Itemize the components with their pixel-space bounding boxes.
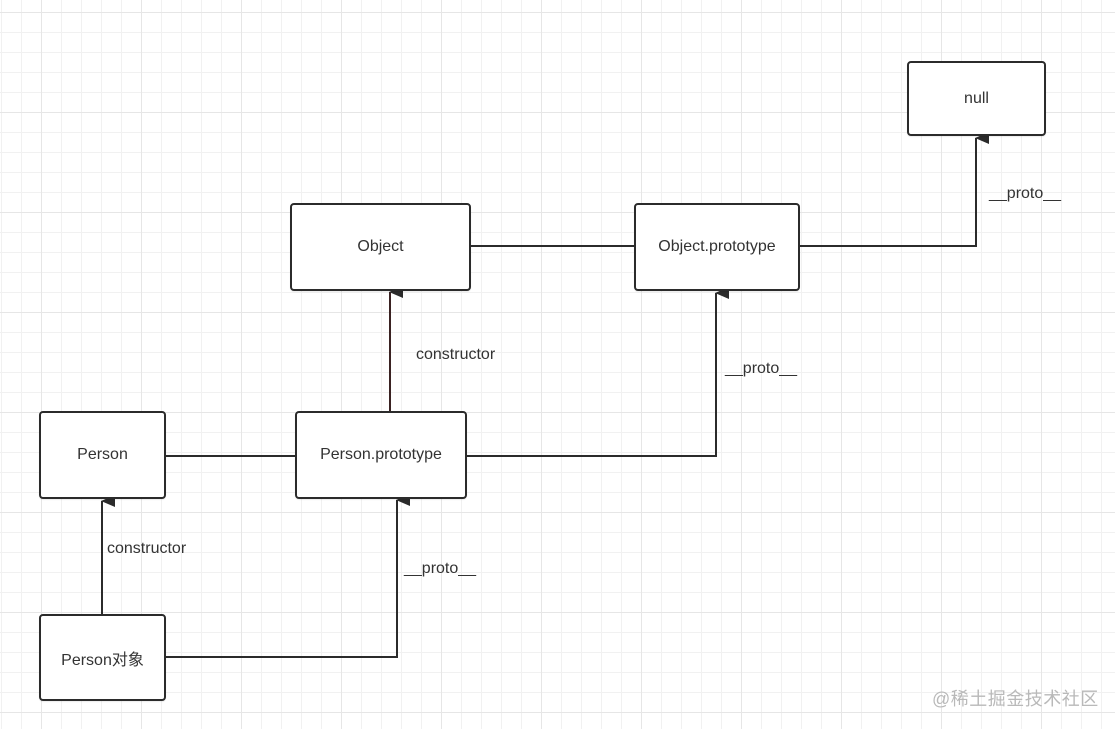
node-object-label: Object bbox=[357, 238, 404, 255]
node-person-prototype[interactable]: Person.prototype bbox=[295, 411, 467, 499]
node-person[interactable]: Person bbox=[39, 411, 166, 499]
label-instance-constructor: constructor bbox=[107, 540, 187, 557]
node-person-instance-label: Person对象 bbox=[61, 651, 144, 669]
label-person-prototype-to-object-prototype: __proto__ bbox=[725, 360, 798, 377]
edge-object-prototype-to-null bbox=[800, 132, 989, 247]
label-object-prototype-to-null: __proto__ bbox=[989, 185, 1062, 202]
node-person-instance[interactable]: Person对象 bbox=[39, 614, 166, 701]
node-object-prototype-label: Object.prototype bbox=[658, 238, 776, 255]
node-null[interactable]: null bbox=[907, 61, 1046, 136]
node-null-label: null bbox=[964, 89, 989, 107]
label-person-prototype-constructor: constructor bbox=[416, 346, 496, 363]
node-person-prototype-label: Person.prototype bbox=[320, 446, 442, 463]
node-person-label: Person bbox=[77, 446, 128, 463]
node-object-prototype[interactable]: Object.prototype bbox=[634, 203, 800, 291]
watermark-text: @稀土掘金技术社区 bbox=[932, 689, 1099, 709]
edge-instance-to-person-prototype bbox=[166, 494, 410, 658]
edge-person-prototype-to-object-prototype bbox=[467, 287, 729, 457]
node-object[interactable]: Object bbox=[290, 203, 471, 291]
label-instance-proto: __proto__ bbox=[404, 560, 477, 577]
